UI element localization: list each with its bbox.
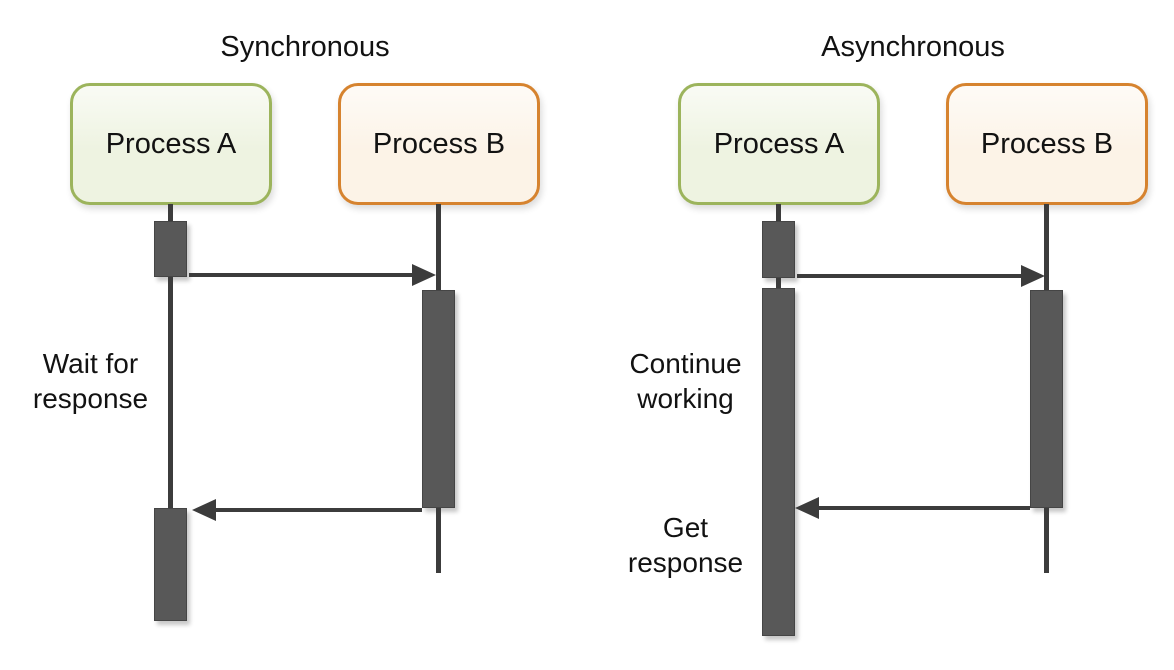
async-process-b-lifeline-segment-1: [1044, 204, 1049, 292]
sync-process-a-lifeline-segment-1: [168, 204, 173, 222]
get-response-label: Get response: [603, 510, 768, 580]
async-process-b-label: Process B: [980, 127, 1114, 160]
get-response-line-1: Get: [662, 512, 709, 543]
async-process-b-activation-bar: [1030, 290, 1063, 508]
sync-process-b-activation-bar: [422, 290, 455, 508]
sync-process-b-lifeline-segment-1: [436, 204, 441, 292]
sync-process-a-activation-bar-2: [154, 508, 187, 621]
sync-request-arrowhead-icon: [412, 264, 436, 286]
async-process-b-lifeline-segment-2: [1044, 508, 1049, 573]
sync-response-arrow-shaft: [216, 508, 422, 512]
sync-process-b-lifeline-segment-2: [436, 508, 441, 573]
wait-for-response-line-2: response: [32, 383, 149, 414]
sync-request-arrow-shaft: [189, 273, 412, 277]
async-process-a-lifeline-segment-2: [776, 278, 781, 289]
continue-working-line-2: working: [637, 383, 734, 414]
continue-working-line-1: Continue: [629, 348, 742, 379]
async-process-a-activation-bar-1: [762, 221, 795, 278]
continue-working-label: Continue working: [603, 346, 768, 416]
wait-for-response-line-1: Wait for: [42, 348, 139, 379]
sync-process-b-label: Process B: [372, 127, 506, 160]
asynchronous-title: Asynchronous: [821, 31, 1005, 63]
async-process-a-box: Process A: [678, 83, 880, 205]
sync-process-a-lifeline-segment-2: [168, 277, 173, 510]
async-process-a-activation-bar-2: [762, 288, 795, 636]
async-process-b-box: Process B: [946, 83, 1148, 205]
async-request-arrowhead-icon: [1021, 265, 1045, 287]
async-response-arrowhead-icon: [795, 497, 819, 519]
async-process-a-lifeline-segment-1: [776, 204, 781, 222]
async-request-arrow-shaft: [797, 274, 1021, 278]
sync-process-b-box: Process B: [338, 83, 540, 205]
sync-process-a-box: Process A: [70, 83, 272, 205]
async-process-a-label: Process A: [713, 127, 845, 160]
synchronous-title: Synchronous: [220, 31, 390, 63]
wait-for-response-label: Wait for response: [8, 346, 173, 416]
sync-process-a-activation-bar-1: [154, 221, 187, 277]
get-response-line-2: response: [627, 547, 744, 578]
sync-response-arrowhead-icon: [192, 499, 216, 521]
sync-process-a-label: Process A: [105, 127, 237, 160]
async-response-arrow-shaft: [819, 506, 1030, 510]
